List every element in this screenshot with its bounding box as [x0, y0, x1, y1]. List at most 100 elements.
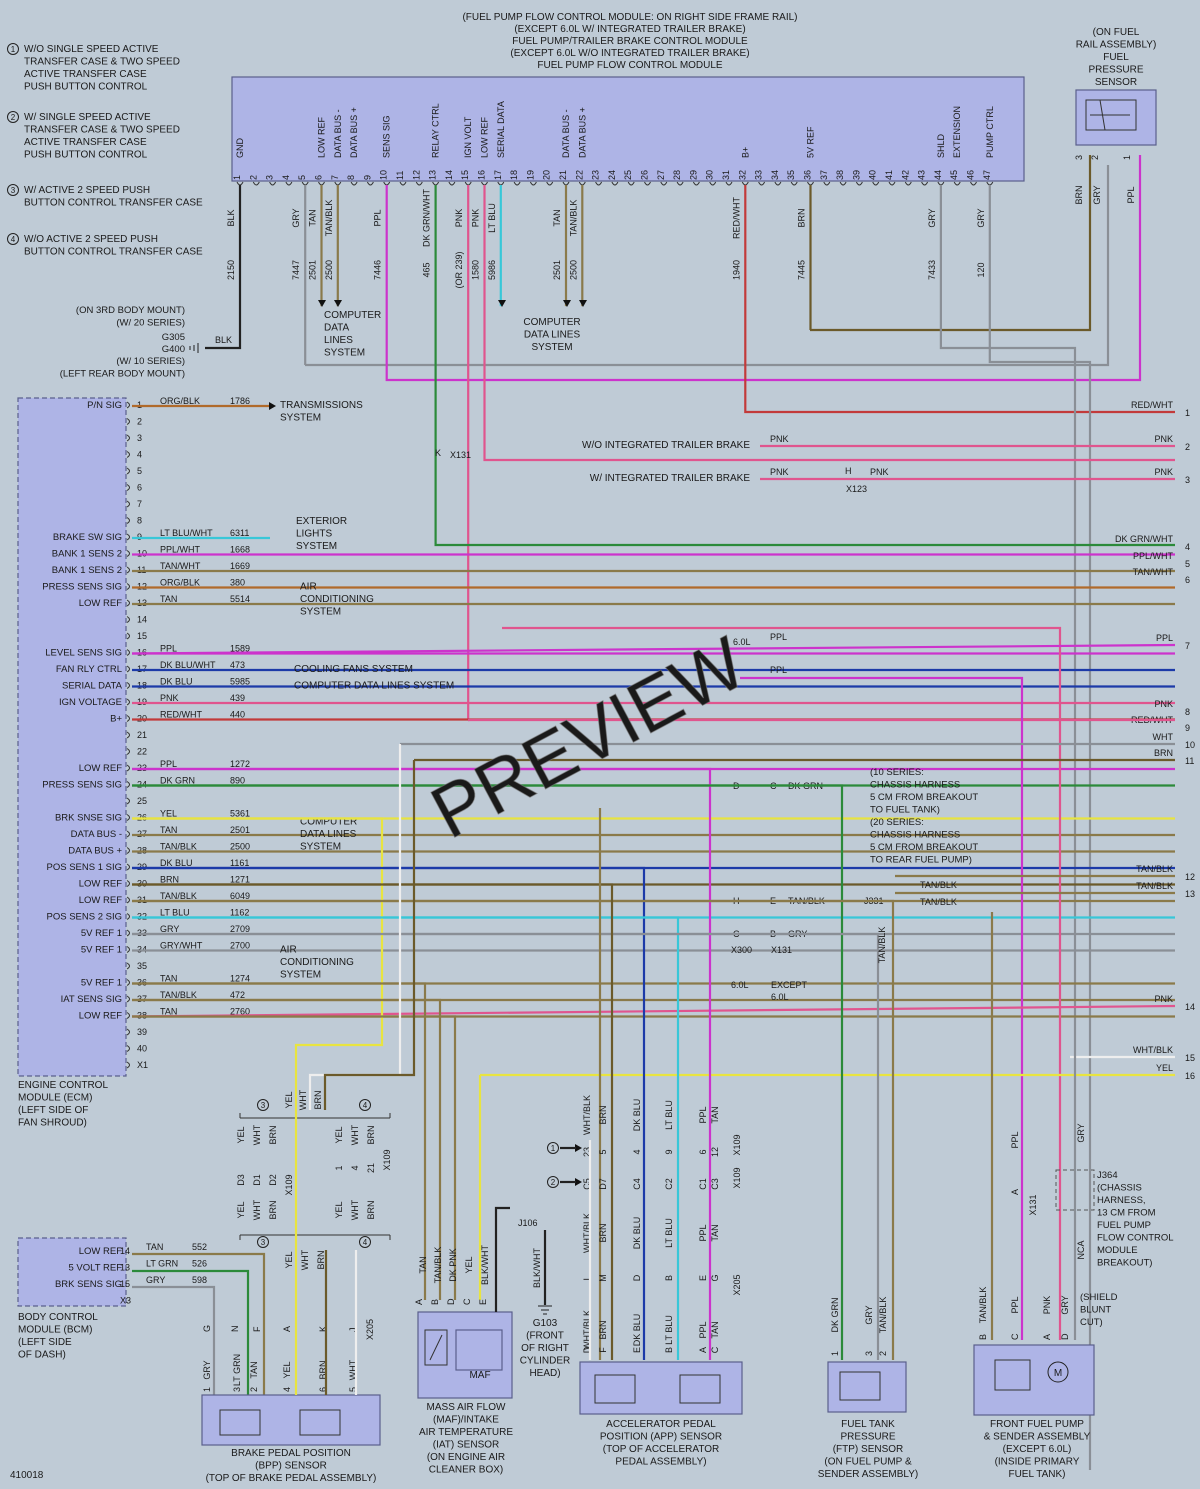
- output-color-label: PNK: [1154, 699, 1173, 709]
- maf-label: MAF: [469, 1370, 490, 1381]
- ecm-pin-label: POS SENS 1 SIG: [47, 862, 123, 873]
- wire-color-label: BLK: [226, 209, 236, 226]
- destination-note: SYSTEM: [296, 541, 337, 552]
- wire-color-label: LT BLU: [664, 1218, 674, 1248]
- pin-number: A: [698, 1347, 708, 1353]
- ecm-pin-label: BRK SNSE SIG: [55, 813, 122, 824]
- output-color-label: DK GRN/WHT: [1115, 534, 1173, 544]
- wire-color-label: PNK: [454, 209, 464, 228]
- pin-connector: [126, 467, 130, 475]
- output-number: 6: [1185, 575, 1190, 585]
- circuit-number: 472: [230, 990, 245, 1000]
- pin-connector: [692, 181, 700, 186]
- sensor-note: (ON FUEL: [1093, 27, 1140, 38]
- ground-icon: [538, 1305, 552, 1315]
- wire-color-label: TAN/BLK: [920, 880, 957, 890]
- pin-connector: [807, 181, 814, 186]
- data-line-arrow-icon: [579, 300, 587, 307]
- ecm-pin-number: 4: [137, 450, 142, 460]
- wire-color-label: WHT: [252, 1124, 262, 1145]
- ecm-pin-label: LOW REF: [79, 1011, 122, 1022]
- pin-connector: [126, 896, 130, 904]
- pin-number: 27: [656, 170, 666, 180]
- wire-color-label: TAN: [308, 209, 318, 226]
- ecm-pin-label: BRAKE SW SIG: [53, 532, 122, 543]
- harness-note: CHASSIS HARNESS: [870, 830, 960, 841]
- ecm-pin-number: 5: [137, 466, 142, 476]
- ecm-pin-number: 3: [137, 433, 142, 443]
- wire-color-label: YEL: [464, 1256, 474, 1273]
- wire: [132, 1285, 216, 1395]
- legend-text: W/ SINGLE SPEED ACTIVE: [24, 112, 151, 123]
- wire-color-label: TAN: [146, 1242, 163, 1252]
- ecm-pin-label: IGN VOLTAGE: [59, 697, 122, 708]
- top-wire: [499, 185, 502, 307]
- shield-note: BLUNT: [1080, 1305, 1111, 1316]
- top-wire: [939, 185, 1077, 1040]
- connector-pin: C: [462, 1298, 472, 1305]
- data-line-arrow-icon: [498, 300, 506, 307]
- wire-color-label: BLK/WHT: [532, 1248, 542, 1289]
- wire-color-label: PNK: [770, 467, 789, 477]
- wire-color-label: TAN: [552, 209, 562, 226]
- pin-label: B+: [740, 147, 750, 158]
- pin-number: F: [598, 1347, 608, 1353]
- pin-number: 7: [330, 175, 340, 180]
- circuit-number: 7447: [291, 260, 301, 280]
- pin-label: SERIAL DATA: [496, 101, 506, 158]
- fuel-tank-pressure-sensor: [827, 1361, 907, 1413]
- pin-number: 5: [297, 175, 307, 180]
- connector-pin: K: [435, 448, 441, 458]
- pin-connector: [126, 616, 130, 623]
- wire-color-label: RED/WHT: [731, 197, 741, 239]
- ecm-caption: ENGINE CONTROL: [18, 1080, 108, 1091]
- wire-color-label: YEL: [284, 1251, 294, 1268]
- engine-control-module: [17, 397, 127, 1077]
- pin-connector: [415, 181, 423, 186]
- shield-note: (SHIELD: [1080, 1292, 1118, 1303]
- wire-color-label: DK GRN/WHT: [422, 189, 432, 247]
- pin-number: 1: [830, 1351, 840, 1356]
- wire: [132, 866, 646, 1360]
- maf-element: [455, 1329, 503, 1371]
- wire-color-label: PPL: [373, 209, 383, 226]
- module-note: (EXCEPT 6.0L W/ INTEGRATED TRAILER BRAKE…: [514, 24, 745, 35]
- pin-connector: [464, 181, 472, 186]
- pin-connector: [904, 181, 912, 186]
- variant-note: 6.0L: [733, 637, 751, 647]
- body-control-module: [17, 1237, 127, 1307]
- maf-caption: MASS AIR FLOW: [427, 1402, 506, 1413]
- harness-note: (20 SERIES:: [870, 817, 924, 828]
- wire-color-label: BRN: [1074, 185, 1084, 204]
- connector-id: X205: [732, 1274, 742, 1295]
- data-lines-note: SYSTEM: [324, 348, 365, 359]
- ground-note: CYLINDER: [520, 1356, 571, 1367]
- pump-caption: & SENDER ASSEMBLY: [984, 1432, 1091, 1443]
- wire-color-label: PPL: [698, 1321, 708, 1338]
- output-color-label: WHT/BLK: [1133, 1045, 1173, 1055]
- potentiometer-icon: [219, 1409, 341, 1436]
- wire-color-label: PPL: [1010, 1296, 1020, 1313]
- trailer-note: W/O INTEGRATED TRAILER BRAKE: [582, 440, 750, 451]
- pin-label: SENS SIG: [382, 115, 392, 158]
- legend-number: 1: [11, 45, 16, 54]
- wire: [740, 676, 1024, 1340]
- pin-number: 36: [803, 170, 813, 180]
- ecm-caption: MODULE (ECM): [18, 1093, 92, 1104]
- circuit-number: 6049: [230, 891, 250, 901]
- pin-connector: [126, 1045, 130, 1052]
- top-wire: [320, 185, 323, 307]
- legend-text: W/O SINGLE SPEED ACTIVE: [24, 44, 159, 55]
- data-line-arrow-icon: [334, 300, 342, 307]
- ground-note: (W/ 20 SERIES): [116, 318, 185, 329]
- connector-id: X123: [846, 484, 867, 494]
- circuit-number: 1162: [230, 908, 249, 918]
- destination-note: DATA LINES: [300, 829, 357, 840]
- pin-connector: [252, 181, 260, 186]
- pin-number: 1: [232, 175, 242, 180]
- ecm-pin-number: 21: [137, 730, 147, 740]
- pin-number: E: [632, 1347, 642, 1353]
- pin-connector: [126, 599, 130, 607]
- ecm-pin-label: FAN RLY CTRL: [56, 664, 122, 675]
- pin-connector: [578, 181, 586, 186]
